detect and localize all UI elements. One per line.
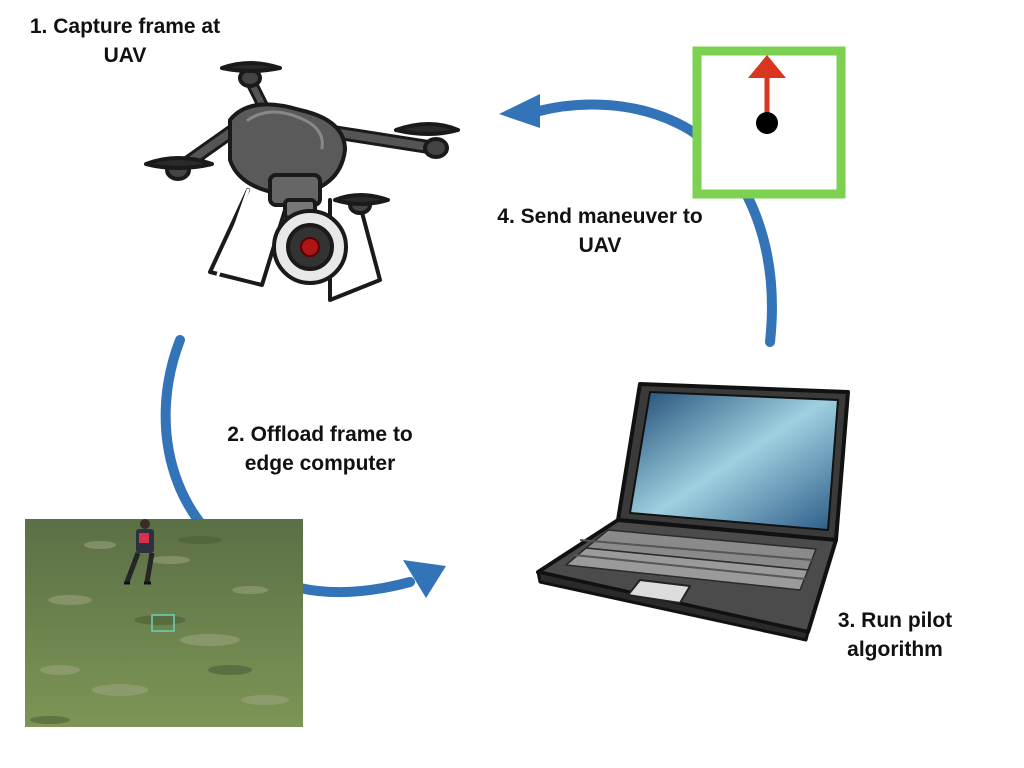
- aerial-frame-image: [25, 519, 303, 727]
- step-4-line1: 4. Send maneuver to: [497, 205, 703, 228]
- step-1-line1: 1. Capture frame at: [29, 15, 221, 38]
- person-figure: [124, 519, 155, 585]
- step-4-label: 4. Send maneuver to UAV: [470, 202, 730, 260]
- maneuver-command-icon: [692, 46, 846, 199]
- laptop-icon: [536, 382, 850, 642]
- step-1-label: 1. Capture frame at UAV: [5, 12, 245, 70]
- touchpad: [627, 579, 691, 604]
- step-1-line2: UAV: [103, 44, 147, 67]
- step-2-line2: edge computer: [244, 452, 396, 475]
- step-3-line2: algorithm: [847, 638, 943, 661]
- step-2-label: 2. Offload frame to edge computer: [195, 420, 445, 478]
- step-4-line2: UAV: [578, 234, 622, 257]
- step-2-line1: 2. Offload frame to: [227, 423, 413, 446]
- drone-icon: [144, 61, 460, 302]
- tracking-box: [151, 614, 175, 632]
- step-3-line1: 3. Run pilot: [837, 609, 953, 632]
- up-arrow-icon: [748, 55, 786, 78]
- step-3-label: 3. Run pilot algorithm: [810, 606, 980, 664]
- uav-position-dot: [756, 112, 778, 134]
